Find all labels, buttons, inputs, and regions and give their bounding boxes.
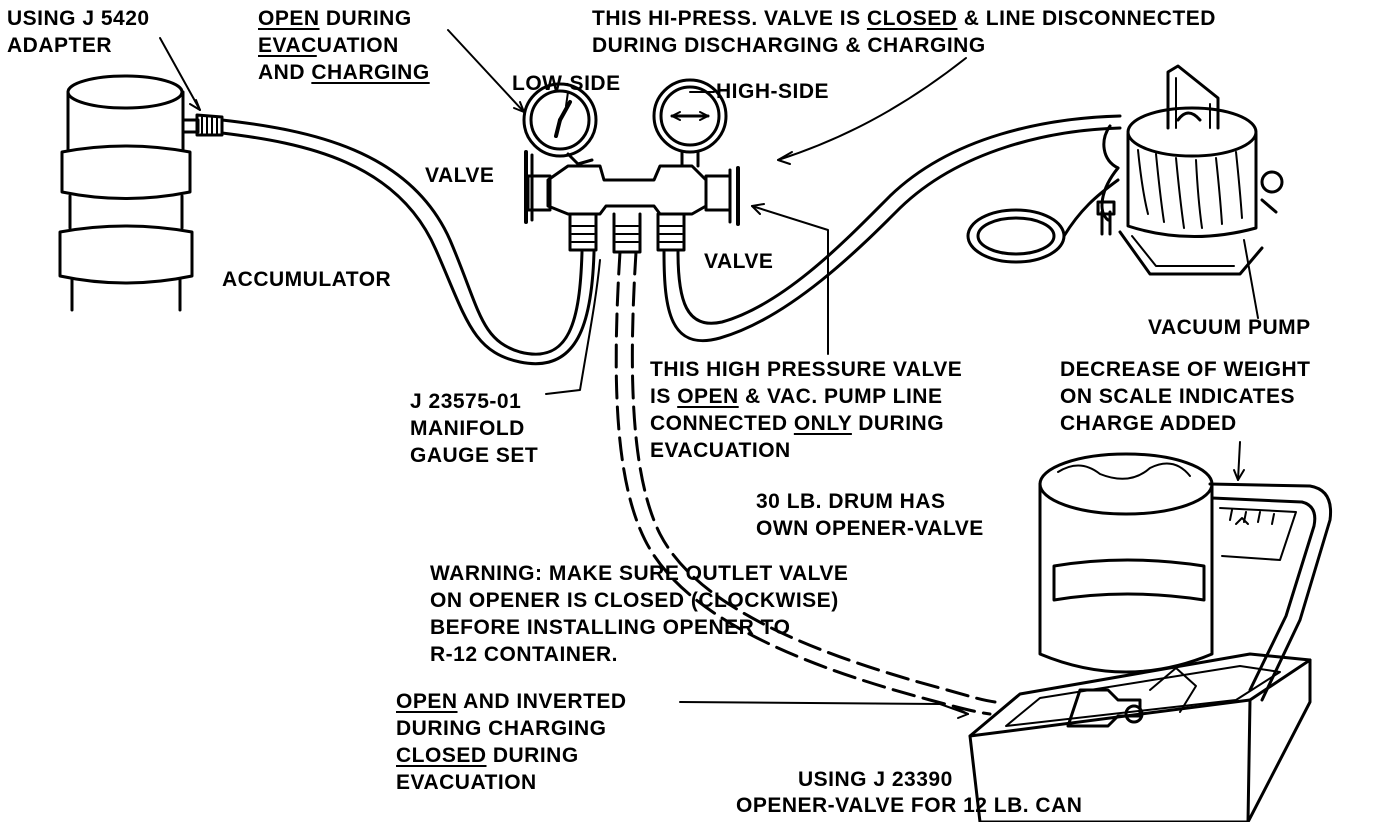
manifold-icon [524, 150, 740, 254]
charging-word: CHARGING [311, 61, 430, 84]
weight-note-line2: ON SCALE INDICATES [1060, 385, 1295, 408]
hp-note-line2-start: IS [650, 385, 678, 408]
hp-note-line2-end: & VAC. PUMP LINE [738, 385, 943, 408]
evac-part: EVAC [258, 34, 317, 57]
high-side-gauge-icon [652, 78, 728, 168]
warning-line4: R-12 CONTAINER. [430, 643, 618, 666]
accumulator-label: ACCUMULATOR [222, 268, 392, 291]
adapter-label-line2: ADAPTER [7, 34, 113, 57]
only-word: ONLY [793, 412, 852, 435]
and-word: AND [258, 61, 312, 84]
hp-note-line1: THIS HIGH PRESSURE VALVE [650, 358, 963, 381]
hp-open-word: OPEN [677, 385, 739, 408]
manifold-part-number: J 23575-01 [410, 390, 522, 413]
hp-note-line3-end: DURING [851, 412, 945, 435]
adapter-icon [181, 113, 224, 137]
open-word: OPEN [258, 7, 320, 30]
weight-note-line1: DECREASE OF WEIGHT [1060, 358, 1311, 381]
weight-decrease-note: DECREASE OF WEIGHT ON SCALE INDICATES CH… [1060, 356, 1311, 437]
opener-valve-position-note: OPEN AND INVERTED DURING CHARGING CLOSED… [396, 688, 627, 796]
low-side-gauge-icon [522, 82, 598, 166]
oi-line1-end: AND INVERTED [457, 690, 627, 713]
opener-valve-tool-line1: USING J 23390 [798, 768, 953, 791]
low-side-valve-note: OPEN DURING EVACUATION AND CHARGING [258, 5, 430, 86]
drum-note: 30 LB. DRUM HAS OWN OPENER-VALVE [756, 488, 984, 542]
accumulator-icon [58, 74, 194, 312]
drum-note-line1: 30 LB. DRUM HAS [756, 490, 946, 513]
oi-open-word: OPEN [396, 690, 458, 713]
oi-line4: EVACUATION [396, 771, 537, 794]
manifold-line3: GAUGE SET [410, 444, 539, 467]
vacuum-pump-icon [966, 64, 1284, 276]
oi-closed-word: CLOSED [396, 744, 487, 767]
valve-left-label: VALVE [425, 164, 495, 187]
warning-note: WARNING: MAKE SURE OUTLET VALVE ON OPENE… [430, 560, 848, 668]
scale-icon [968, 482, 1333, 822]
closed-word: CLOSED [866, 7, 958, 30]
manifold-gauge-set-label: J 23575-01 MANIFOLD GAUGE SET [410, 388, 538, 469]
adapter-label-line1: USING J 5420 [7, 7, 150, 30]
high-side-label: HIGH-SIDE [716, 80, 830, 103]
hi-press-note-line1-start: THIS HI-PRESS. VALVE IS [592, 7, 867, 30]
during-word: DURING [319, 7, 412, 30]
high-pressure-valve-note: THIS HIGH PRESSURE VALVE IS OPEN & VAC. … [650, 356, 962, 464]
service-hose-icon [614, 250, 997, 716]
oi-line3-end: DURING [486, 744, 579, 767]
warning-line1: WARNING: MAKE SURE OUTLET VALVE [430, 562, 849, 585]
low-side-label: LOW-SIDE [512, 72, 621, 95]
opener-valve-tool-line2: OPENER-VALVE FOR 12 LB. CAN [736, 794, 1083, 817]
hi-press-note-line2: DURING DISCHARGING & CHARGING [592, 34, 986, 57]
refrigerant-drum-icon [1038, 452, 1214, 728]
hi-press-note-line1-end: & LINE DISCONNECTED [957, 7, 1216, 30]
weight-note-line3: CHARGE ADDED [1060, 412, 1237, 435]
warning-line2: ON OPENER IS CLOSED (CLOCKWISE) [430, 589, 839, 612]
drum-note-line2: OWN OPENER-VALVE [756, 517, 984, 540]
manifold-line2: MANIFOLD [410, 417, 525, 440]
oi-line2: DURING CHARGING [396, 717, 607, 740]
valve-right-label: VALVE [704, 250, 774, 273]
uation-part: UATION [316, 34, 399, 57]
hp-note-line3-start: CONNECTED [650, 412, 794, 435]
vacuum-pump-label: VACUUM PUMP [1148, 316, 1311, 339]
adapter-label: USING J 5420 ADAPTER [7, 5, 150, 59]
hp-note-line4: EVACUATION [650, 439, 791, 462]
hi-press-valve-note: THIS HI-PRESS. VALVE IS CLOSED & LINE DI… [592, 5, 1216, 59]
warning-line3: BEFORE INSTALLING OPENER TO [430, 616, 791, 639]
